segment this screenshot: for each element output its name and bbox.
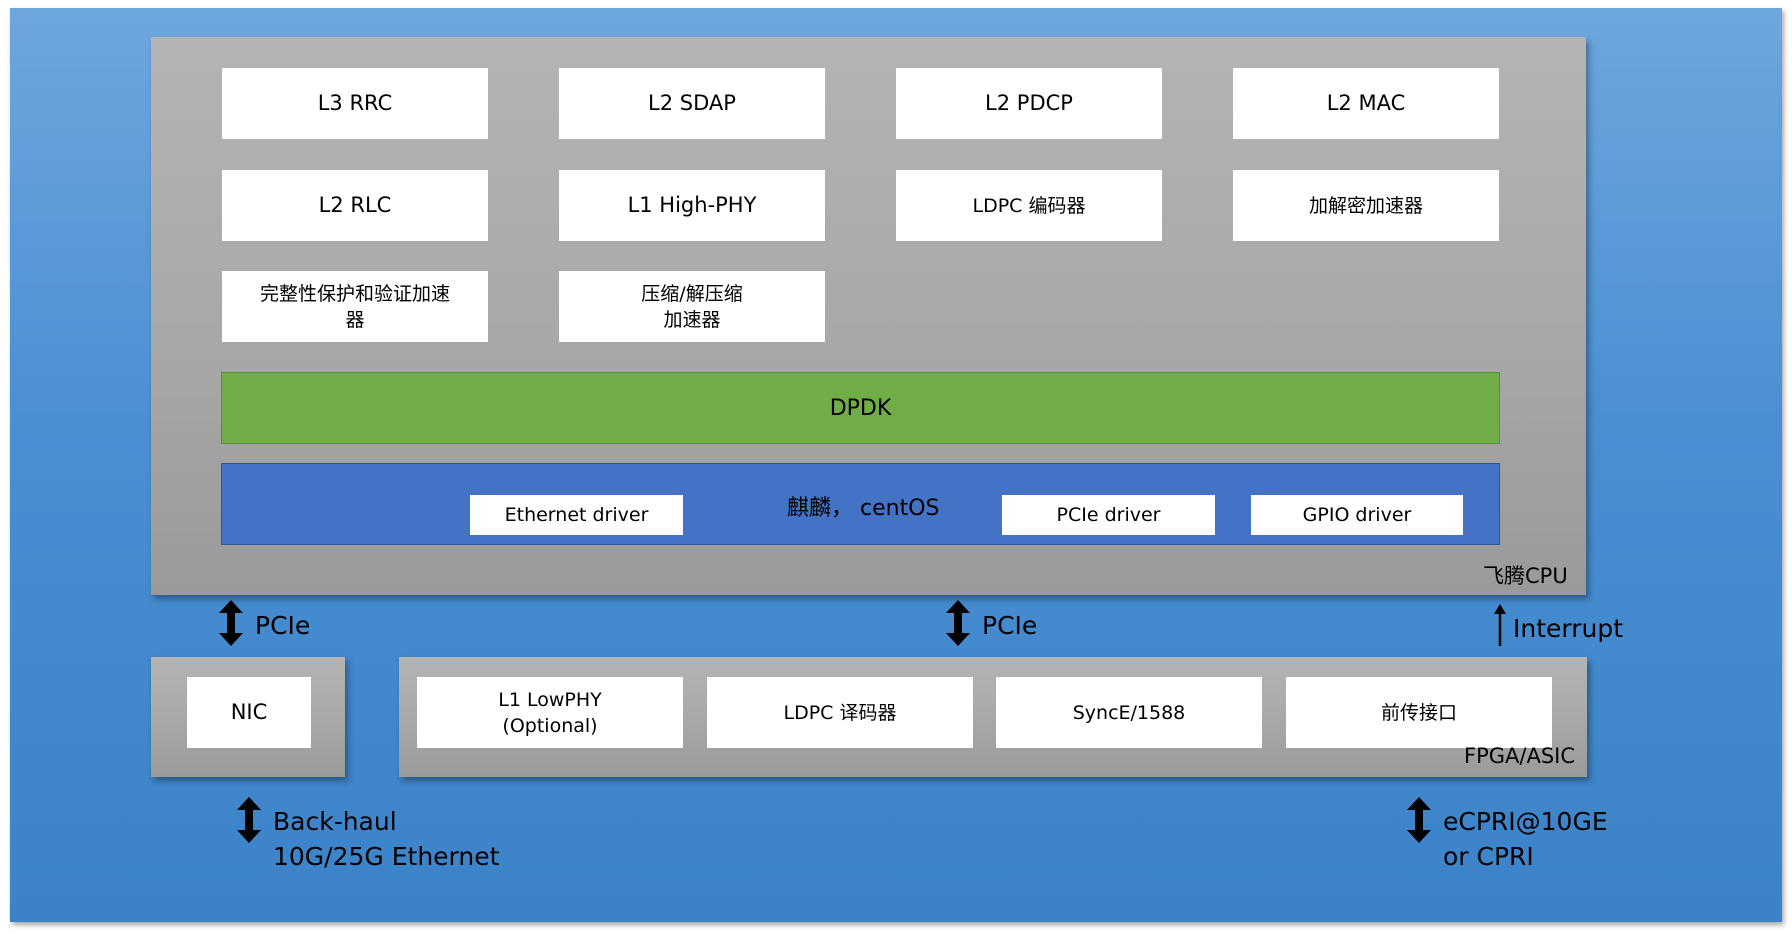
pcie-nic-label: PCIe (255, 611, 311, 640)
pcie-driver-box: PCIe driver (1002, 495, 1215, 535)
backhaul-label-line2: 10G/25G Ethernet (273, 842, 500, 871)
integrity-accelerator-box: 完整性保护和验证加速 器 (222, 271, 488, 342)
pcie-fpga-label: PCIe (982, 611, 1038, 640)
backhaul-label-line1: Back-haul (273, 807, 397, 836)
compression-accelerator-label-line1: 压缩/解压缩 (641, 282, 743, 305)
compression-accelerator-label-line2: 加速器 (663, 308, 721, 331)
crypto-accelerator-box: 加解密加速器 (1233, 170, 1499, 241)
l2-mac-box: L2 MAC (1233, 68, 1499, 139)
l1-high-phy-label: L1 High-PHY (627, 193, 757, 217)
gpio-driver-box: GPIO driver (1251, 495, 1463, 535)
fronthaul-label-line1: eCPRI@10GE (1443, 807, 1608, 836)
l2-pdcp-label: L2 PDCP (985, 91, 1073, 115)
nic-box: NIC (187, 677, 311, 748)
synce-label: SyncE/1588 (1072, 701, 1186, 724)
ldpc-decoder-box: LDPC 译码器 (707, 677, 973, 748)
l2-mac-label: L2 MAC (1326, 91, 1406, 115)
os-label: 麒麟， centOS (787, 496, 940, 521)
ethernet-driver-box: Ethernet driver (470, 495, 683, 535)
cpu-label: 飞腾CPU (1483, 564, 1568, 588)
backhaul-arrow (237, 797, 261, 843)
fronthaul-arrow (1407, 797, 1431, 843)
synce-box: SyncE/1588 (996, 677, 1262, 748)
l2-pdcp-box: L2 PDCP (896, 68, 1162, 139)
dpdk-layer: DPDK (221, 372, 1500, 444)
integrity-accelerator-label-line1: 完整性保护和验证加速 (259, 282, 450, 305)
interrupt-arrow (1494, 604, 1506, 646)
ldpc-encoder-box: LDPC 编码器 (896, 170, 1162, 241)
fronthaul-interface-label: 前传接口 (1380, 701, 1457, 724)
l2-sdap-label: L2 SDAP (648, 91, 736, 115)
l3-rrc-box: L3 RRC (222, 68, 488, 139)
dpdk-label: DPDK (829, 395, 892, 421)
l2-sdap-box: L2 SDAP (559, 68, 825, 139)
low-phy-label-line1: L1 LowPHY (498, 688, 602, 711)
pcie-nic-arrow (219, 600, 243, 646)
l2-rlc-label: L2 RLC (318, 193, 392, 217)
fronthaul-label-line2: or CPRI (1443, 842, 1534, 871)
ldpc-decoder-label: LDPC 译码器 (783, 701, 897, 724)
low-phy-label-line2: (Optional) (502, 714, 598, 737)
pcie-driver-label: PCIe driver (1056, 504, 1161, 526)
crypto-accelerator-label: 加解密加速器 (1308, 194, 1423, 217)
compression-accelerator-box: 压缩/解压缩 加速器 (559, 271, 825, 342)
fpga-label: FPGA/ASIC (1464, 744, 1576, 768)
integrity-accelerator-label-line2: 器 (345, 308, 365, 331)
l3-rrc-label: L3 RRC (317, 91, 393, 115)
l1-high-phy-box: L1 High-PHY (559, 170, 825, 241)
interrupt-label: Interrupt (1513, 614, 1624, 643)
pcie-fpga-arrow (946, 600, 970, 646)
fronthaul-interface-box: 前传接口 (1286, 677, 1552, 748)
gpio-driver-label: GPIO driver (1302, 504, 1412, 526)
ethernet-driver-label: Ethernet driver (504, 504, 649, 526)
ldpc-encoder-label: LDPC 编码器 (972, 194, 1086, 217)
l2-rlc-box: L2 RLC (222, 170, 488, 241)
low-phy-box: L1 LowPHY (Optional) (417, 677, 683, 748)
nic-label: NIC (230, 700, 268, 724)
